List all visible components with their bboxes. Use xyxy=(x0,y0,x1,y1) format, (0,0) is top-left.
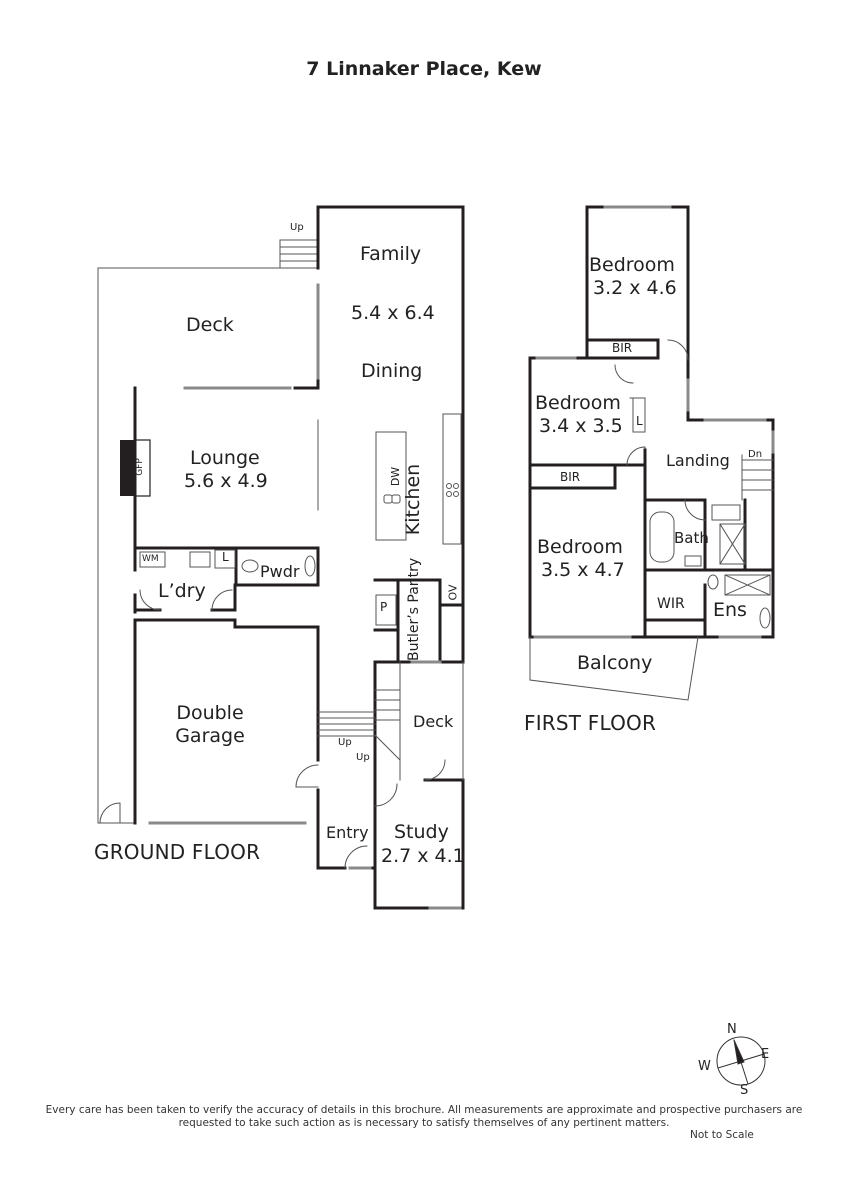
label-oven: OV xyxy=(446,584,460,601)
room-entry: Entry xyxy=(326,823,369,842)
room-bedroom-2-dims: 3.4 x 3.5 xyxy=(539,415,623,437)
room-bedroom-1-dims: 3.2 x 4.6 xyxy=(593,277,677,299)
room-butlers-pantry: Butler’s Pantry xyxy=(406,557,422,661)
label-laundry-l: L xyxy=(222,550,229,564)
room-family-dims: 5.4 x 6.4 xyxy=(351,302,435,324)
compass-south: S xyxy=(740,1083,749,1098)
room-bedroom-1: Bedroom xyxy=(589,254,675,276)
room-lounge: Lounge xyxy=(190,447,260,469)
room-landing: Landing xyxy=(666,451,730,470)
room-bedroom-3: Bedroom xyxy=(537,536,623,558)
label-dw: DW xyxy=(389,466,403,487)
compass-west: W xyxy=(698,1059,711,1074)
compass-north: N xyxy=(727,1022,737,1037)
room-bedroom-3-dims: 3.5 x 4.7 xyxy=(541,559,625,581)
room-study: Study xyxy=(394,821,449,843)
not-to-scale-note: Not to Scale xyxy=(690,1129,754,1141)
room-double-garage: Double Garage xyxy=(120,702,300,748)
room-deck-side: Deck xyxy=(413,712,454,731)
property-address: 7 Linnaker Place, Kew xyxy=(306,58,542,80)
fireplace xyxy=(120,440,134,496)
label-bir-2: BIR xyxy=(560,470,581,484)
label-linen: L xyxy=(636,414,643,428)
room-double-garage-label: Double Garage xyxy=(175,702,245,747)
label-up-stairs-1: Up xyxy=(338,737,352,748)
label-bir-1: BIR xyxy=(612,341,633,355)
room-dining: Dining xyxy=(361,360,423,382)
room-powder: Pwdr xyxy=(260,562,300,581)
deck-stair xyxy=(279,239,319,269)
room-bedroom-2: Bedroom xyxy=(535,392,621,414)
first-floor-heading: FIRST FLOOR xyxy=(524,711,657,735)
room-ensuite: Ens xyxy=(713,599,747,621)
site-boundary xyxy=(97,267,281,824)
first-windows xyxy=(533,205,775,639)
ground-walls xyxy=(133,205,465,910)
ground-windows xyxy=(148,283,462,910)
room-wir: WIR xyxy=(657,596,685,612)
room-kitchen: Kitchen xyxy=(402,463,425,536)
label-pantry-p: P xyxy=(380,600,388,614)
room-laundry: L’dry xyxy=(158,580,206,602)
room-deck-rear: Deck xyxy=(186,314,234,336)
compass-rose xyxy=(716,1036,766,1086)
room-balcony: Balcony xyxy=(577,652,653,674)
label-gfp: GFP xyxy=(134,458,145,476)
label-wm: WM xyxy=(142,554,159,564)
ground-floor-heading: GROUND FLOOR xyxy=(94,840,261,864)
label-up-deck: Up xyxy=(290,222,304,233)
room-lounge-dims: 5.6 x 4.9 xyxy=(184,470,268,492)
compass-east: E xyxy=(761,1047,770,1062)
label-down-stairs: Dn xyxy=(748,449,763,460)
room-bath: Bath xyxy=(674,529,709,547)
room-study-dims: 2.7 x 4.1 xyxy=(381,845,465,867)
room-family: Family xyxy=(360,243,422,265)
label-up-stairs-2: Up xyxy=(356,752,370,763)
disclaimer: Every care has been taken to verify the … xyxy=(45,1104,803,1129)
